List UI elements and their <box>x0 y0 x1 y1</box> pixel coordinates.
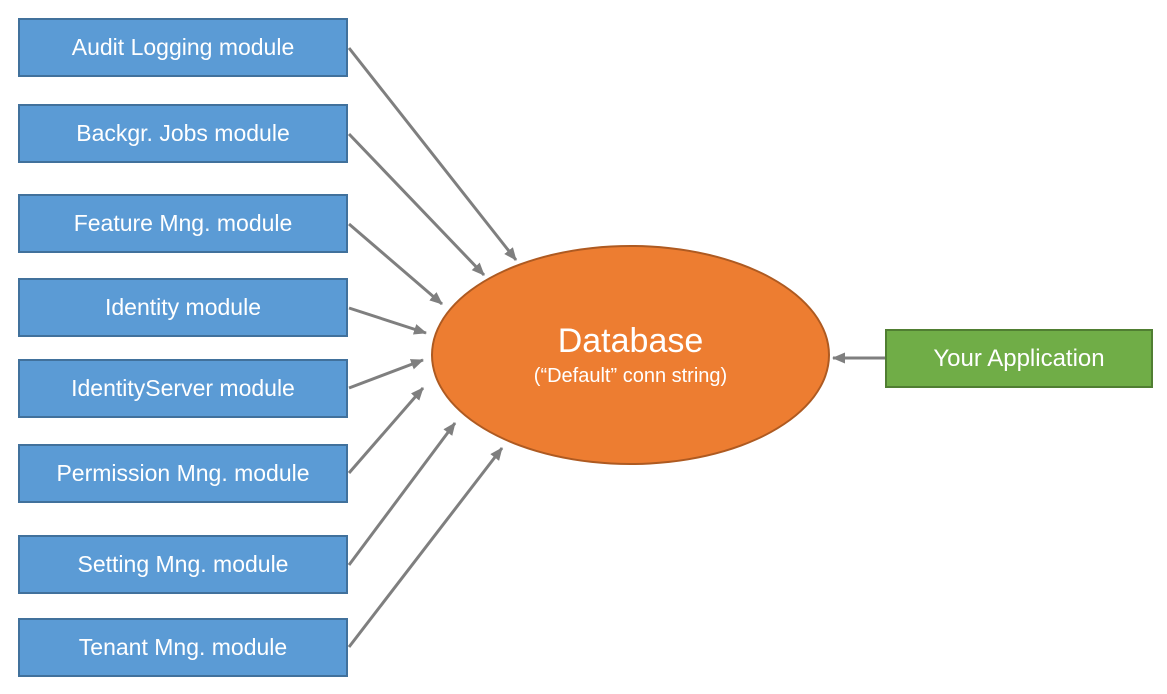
module-node-tenant-mng: Tenant Mng. module <box>18 618 348 677</box>
module-node-identityserver: IdentityServer module <box>18 359 348 418</box>
module-node-permission-mng: Permission Mng. module <box>18 444 348 503</box>
connector-arrow <box>347 47 518 261</box>
module-label: Permission Mng. module <box>56 460 310 486</box>
module-label: Feature Mng. module <box>73 210 293 236</box>
module-label: Backgr. Jobs module <box>76 120 290 146</box>
connector-arrow <box>347 447 504 648</box>
module-node-backgr-jobs: Backgr. Jobs module <box>18 104 348 163</box>
application-label: Your Application <box>933 344 1105 372</box>
module-label: Tenant Mng. module <box>78 634 288 660</box>
module-node-setting-mng: Setting Mng. module <box>18 535 348 594</box>
connector-arrow <box>348 222 443 306</box>
connector-arrow <box>348 306 427 335</box>
module-node-feature-mng: Feature Mng. module <box>18 194 348 253</box>
module-label: Identity module <box>105 294 261 320</box>
application-node: Your Application <box>885 329 1153 388</box>
database-node: Database (“Default” conn string) <box>431 245 830 465</box>
module-label: Setting Mng. module <box>77 551 289 577</box>
connector-arrow <box>347 422 457 566</box>
module-node-identity: Identity module <box>18 278 348 337</box>
connector-arrow <box>348 358 424 390</box>
connector-arrow <box>347 387 425 474</box>
module-label: Audit Logging module <box>71 34 295 60</box>
module-label: IdentityServer module <box>71 375 295 401</box>
database-subtitle: (“Default” conn string) <box>533 364 728 387</box>
connector-arrow <box>347 132 486 277</box>
database-title: Database <box>557 322 704 361</box>
module-node-audit-logging: Audit Logging module <box>18 18 348 77</box>
